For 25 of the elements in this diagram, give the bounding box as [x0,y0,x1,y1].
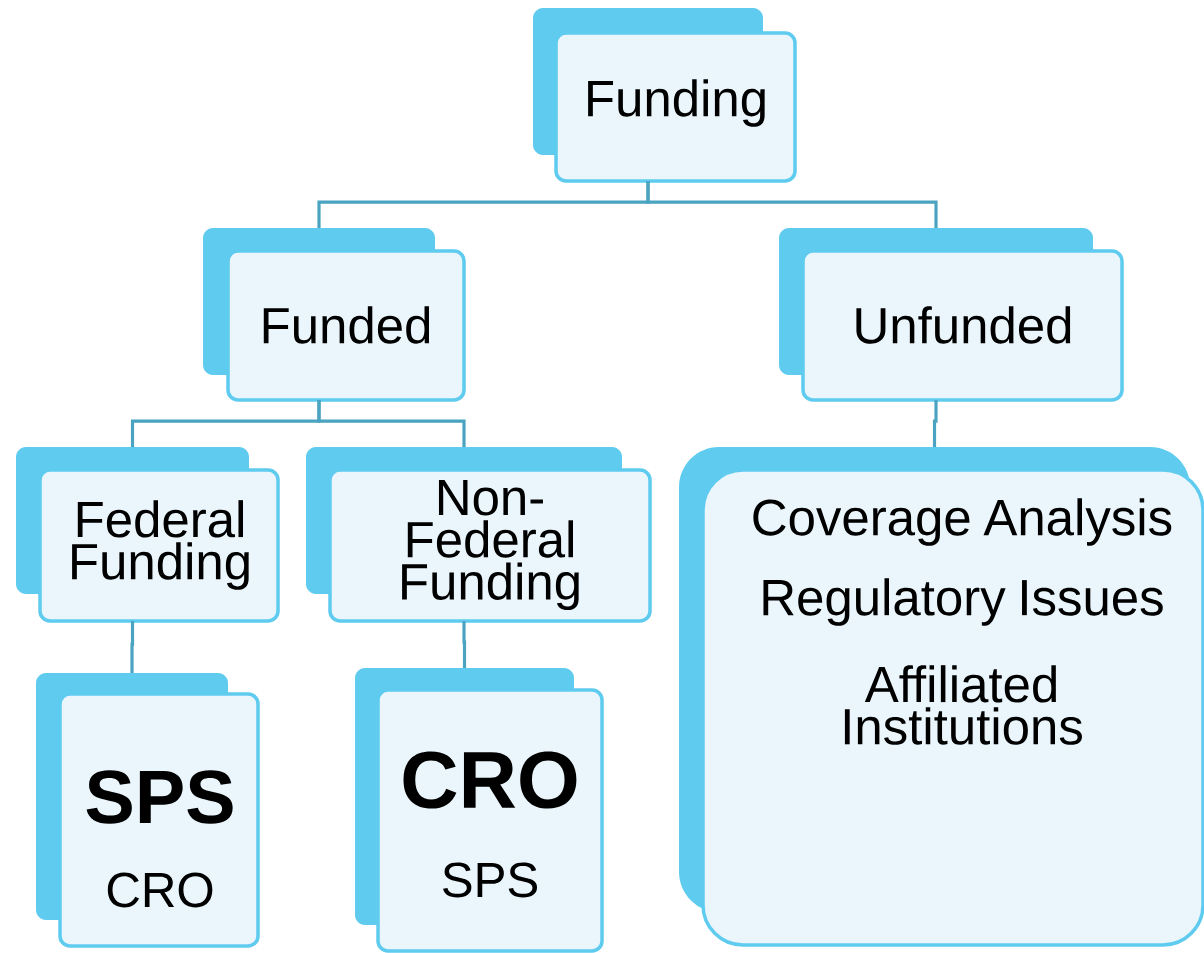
process-box [203,228,466,402]
box-label: Non-Federal Funding [402,480,579,610]
connector-line [317,400,466,447]
connector-line [130,621,135,673]
connector-line [646,181,938,228]
box-label: Unfunded [856,306,1071,344]
box-label: SPS [86,770,233,824]
process-box [533,8,797,183]
process-box [16,447,280,623]
process-box [779,228,1124,402]
box-label: CRO [107,872,213,908]
process-box [306,447,652,623]
box-label: Funded [263,306,430,344]
box-label: SPS [443,862,537,898]
box-label: Regulatory Issues [763,578,1163,626]
box-label: Federal Funding [72,500,249,590]
process-box [355,668,604,953]
box-label: Funding [588,79,765,127]
box-label: Affiliated Institutions [844,665,1082,745]
process-box [36,673,260,948]
connector-line [932,400,938,447]
box-label: CRO [403,751,577,809]
box-label: Coverage Analysis [753,498,1172,546]
connector-line [462,621,467,668]
process-box [679,447,1204,947]
